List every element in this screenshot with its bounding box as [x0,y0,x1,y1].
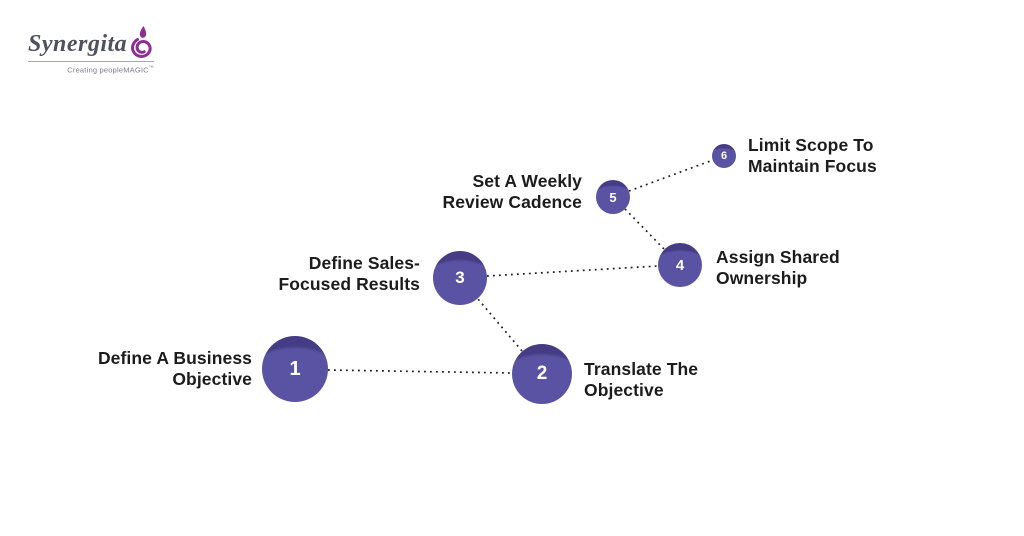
logo-divider [28,61,154,62]
step-number: 3 [455,268,465,287]
logo-tagline: Creating peopleMAGIC™ [67,65,154,75]
step-circle-5: 5 [596,180,630,214]
step-circle-1: 1 [262,336,328,402]
brand-name: Synergita [28,31,128,57]
step-number: 2 [536,363,548,384]
synergita-swirl-icon [131,26,152,58]
step-label-2: Translate The Objective [584,359,699,400]
step-number: 6 [720,150,728,162]
connector-step1-step2 [327,369,513,374]
step-label-1: Define A Business Objective [97,348,252,389]
step-label-5: Set A Weekly Review Cadence [442,171,582,212]
step-circle-3: 3 [433,251,487,305]
step-number: 4 [675,256,685,274]
step-label-4: Assign Shared Ownership [716,247,840,288]
connector-step2-step3 [477,298,523,352]
connector-step4-step5 [624,208,665,250]
step-circle-2: 2 [512,344,572,404]
step-circle-6: 6 [712,144,736,168]
synergita-logo: Synergita Creating peopleMAGIC™ [28,26,178,75]
step-number: 1 [289,357,301,380]
step-label-3: Define Sales- Focused Results [278,253,420,294]
step-number: 5 [609,189,617,205]
connector-step3-step4 [486,265,659,277]
connector-step5-step6 [628,159,714,192]
step-circle-4: 4 [658,243,702,287]
trademark-symbol: ™ [148,65,154,71]
step-label-6: Limit Scope To Maintain Focus [748,135,877,176]
